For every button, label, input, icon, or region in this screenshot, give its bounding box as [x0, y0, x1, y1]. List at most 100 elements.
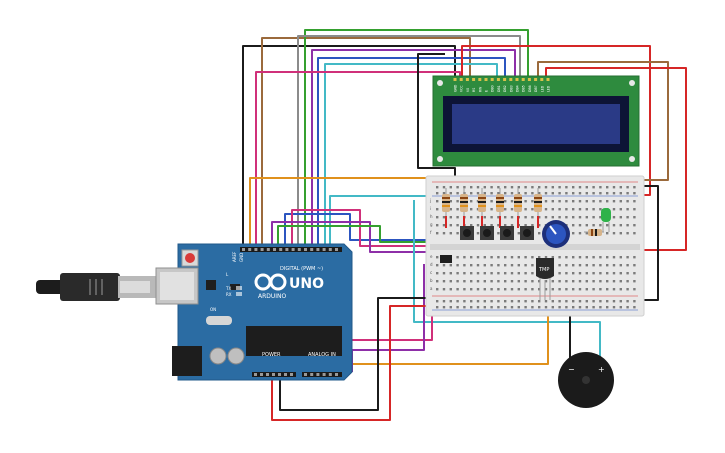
breadboard-hole	[633, 232, 636, 235]
breadboard-hole	[572, 216, 575, 219]
wire-magenta-analog	[344, 250, 433, 372]
breadboard-hole	[476, 272, 480, 275]
breadboard-hole	[578, 256, 582, 259]
breadboard-hole	[606, 186, 609, 189]
digital-pin	[242, 248, 245, 251]
breadboard-hole	[476, 216, 480, 219]
analog-header	[302, 372, 342, 377]
breadboard-hole	[599, 288, 602, 291]
breadboard-hole	[449, 186, 452, 189]
push-button[interactable]	[500, 226, 514, 240]
breadboard-hole	[572, 192, 575, 195]
breadboard-hole	[476, 224, 480, 227]
breadboard-hole	[470, 288, 473, 291]
breadboard-hole	[551, 200, 554, 203]
breadboard-hole	[436, 300, 439, 303]
breadboard-hole	[456, 306, 459, 309]
breadboard-hole	[490, 300, 493, 303]
breadboard-hole	[633, 264, 636, 267]
breadboard-hole	[538, 192, 541, 195]
lcd-pin-label: LED	[547, 85, 551, 92]
reset-button[interactable]	[185, 253, 195, 263]
lcd-pin	[527, 78, 531, 81]
breadboard-hole	[606, 280, 609, 283]
breadboard-hole	[592, 192, 595, 195]
breadboard-hole	[449, 216, 452, 219]
breadboard-hole	[578, 208, 582, 211]
analog-pin	[304, 373, 307, 376]
lcd-pin	[453, 78, 457, 81]
wire-brown-lcd-right	[537, 61, 669, 181]
breadboard-hole	[572, 224, 575, 227]
breadboard-hole	[565, 280, 568, 283]
wire-cyan-tmp	[413, 200, 601, 370]
breadboard-hole	[456, 186, 459, 189]
lcd-pin	[484, 78, 488, 81]
power-pin	[278, 373, 281, 376]
lcd-pin-label: DB0	[491, 85, 495, 92]
breadboard-hole	[633, 224, 636, 227]
breadboard-hole	[606, 272, 609, 275]
potentiometer[interactable]	[542, 220, 570, 248]
analog-label: ANALOG IN	[308, 352, 336, 358]
breadboard-hole	[490, 280, 493, 283]
breadboard-hole	[633, 192, 636, 195]
breadboard-hole	[606, 224, 609, 227]
breadboard-hole	[483, 264, 486, 267]
breadboard-hole	[599, 256, 602, 259]
breadboard-hole	[470, 208, 473, 211]
breadboard-hole	[510, 280, 514, 283]
breadboard-hole	[442, 288, 446, 291]
breadboard-hole	[619, 288, 622, 291]
breadboard-hole	[483, 272, 486, 275]
push-button[interactable]	[480, 226, 494, 240]
breadboard-hole	[538, 306, 541, 309]
breadboard-hole	[463, 272, 466, 275]
breadboard-hole	[497, 300, 500, 303]
push-button[interactable]	[520, 226, 534, 240]
breadboard-hole	[565, 288, 568, 291]
breadboard-hole	[592, 224, 595, 227]
breadboard-hole	[599, 186, 602, 189]
breadboard-hole	[599, 216, 602, 219]
power-pin	[272, 373, 275, 376]
resistor	[460, 188, 468, 216]
breadboard-hole	[572, 306, 575, 309]
breadboard-hole	[619, 192, 622, 195]
lcd-pin	[509, 78, 513, 81]
breadboard-hole	[578, 186, 582, 189]
breadboard-hole	[456, 216, 459, 219]
lcd-pin-label: RS	[472, 88, 476, 92]
row-letter: j	[429, 198, 431, 203]
breadboard-hole	[436, 306, 439, 309]
breadboard-hole	[483, 224, 486, 227]
breadboard-hole	[558, 192, 561, 195]
breadboard-hole	[626, 192, 629, 195]
breadboard-hole	[490, 288, 493, 291]
digital-pin	[322, 248, 326, 251]
resistor	[514, 188, 522, 216]
lcd-pin	[546, 78, 550, 81]
breadboard-hole	[626, 306, 629, 309]
breadboard-hole	[612, 224, 616, 227]
breadboard-hole	[476, 264, 480, 267]
breadboard-hole	[578, 272, 582, 275]
breadboard-hole	[572, 300, 575, 303]
breadboard-hole	[612, 272, 616, 275]
breadboard-hole	[436, 264, 439, 267]
row-letter: e	[430, 254, 433, 259]
breadboard-hole	[633, 208, 636, 211]
breadboard-hole	[572, 264, 575, 267]
breadboard-hole	[606, 288, 609, 291]
breadboard-hole	[626, 300, 629, 303]
breadboard-hole	[470, 256, 473, 259]
breadboard-hole	[565, 192, 568, 195]
breadboard-hole	[483, 280, 486, 283]
on-label: ON	[210, 307, 216, 312]
breadboard-hole	[538, 256, 541, 259]
push-button[interactable]	[460, 226, 474, 240]
breadboard-hole	[510, 186, 514, 189]
rx-label: RX	[226, 292, 232, 297]
